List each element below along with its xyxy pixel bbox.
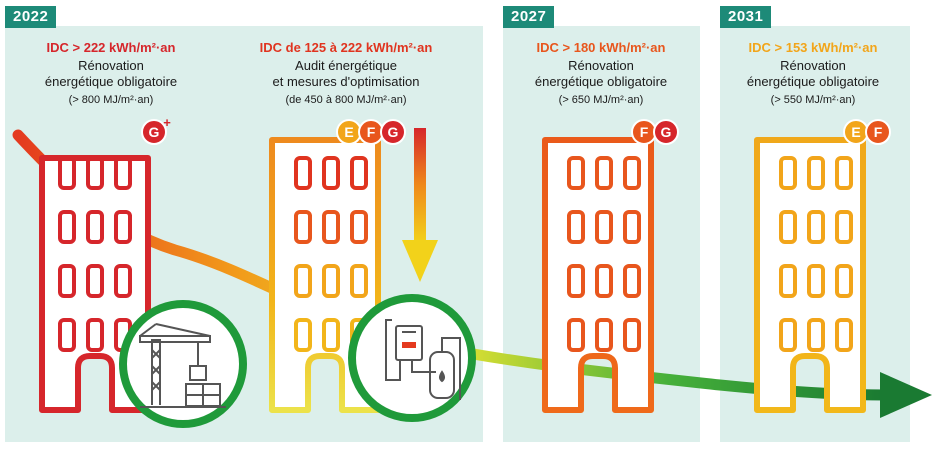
window [322,318,340,352]
window [114,210,132,244]
window [623,264,641,298]
window [86,156,104,190]
year-tag-2022: 2022 [5,6,57,28]
window [350,210,368,244]
down-arrow-icon [402,128,438,282]
desc-2031-line2: énergétique obligatoire [746,74,880,89]
energy-class-badge [653,119,679,145]
window [567,264,585,298]
desc-2022-line2: énergétique obligatoire [44,74,178,89]
energy-class-badge [380,119,406,145]
window [835,156,853,190]
window [58,318,76,352]
desc-audit-line2: et mesures d'optimisation [272,74,420,89]
desc-2027-line1: Rénovation [568,58,634,73]
building-audit-window-grid [294,156,368,352]
window [114,156,132,190]
energy-class-badge-label: E [851,124,860,140]
energy-class-badge-label: G [661,124,672,140]
window [623,156,641,190]
window [779,210,797,244]
window [294,318,312,352]
window [294,156,312,190]
energy-class-badge-label: F [874,124,883,140]
boiler-heating-icon [348,294,476,422]
construction-crane-icon [119,300,247,428]
desc-2022-line1: Rénovation [78,58,144,73]
window [835,210,853,244]
window [86,210,104,244]
energy-class-badge-label: F [367,124,376,140]
window [807,318,825,352]
progression-arrow-head [880,372,932,418]
window [58,210,76,244]
idc-label-2031: IDC > 153 kWh/m²·an [748,40,878,55]
window [779,156,797,190]
window [779,318,797,352]
window [294,264,312,298]
sub-2031: (> 550 MJ/m²·an) [770,94,856,106]
window [294,210,312,244]
sub-2027: (> 650 MJ/m²·an) [558,94,644,106]
building-2031-window-grid [779,156,853,352]
window [350,264,368,298]
window [58,264,76,298]
window [595,156,613,190]
energy-class-badge-label: G [149,124,160,140]
window [779,264,797,298]
window [114,264,132,298]
energy-class-badge-label: G [388,124,399,140]
window [835,318,853,352]
window [350,156,368,190]
window [623,318,641,352]
energy-class-plus-mark: + [163,115,171,130]
window [322,264,340,298]
window [623,210,641,244]
building-2027-window-grid [567,156,641,352]
window [322,156,340,190]
energy-class-badge-label: F [640,124,649,140]
idc-label-audit: IDC de 125 à 222 kWh/m²·an [259,40,433,55]
window [595,264,613,298]
window [807,210,825,244]
desc-2031-line1: Rénovation [780,58,846,73]
window [807,156,825,190]
window [567,318,585,352]
window [567,210,585,244]
energy-class-badge [141,119,167,145]
window [86,318,104,352]
energy-class-badge-label: E [344,124,353,140]
window [86,264,104,298]
window [807,264,825,298]
window [595,210,613,244]
window [835,264,853,298]
year-tag-2027: 2027 [503,6,555,28]
year-tag-2031: 2031 [720,6,772,28]
energy-class-badge [865,119,891,145]
window [595,318,613,352]
window [322,210,340,244]
desc-audit-line1: Audit énergétique [295,58,397,73]
idc-label-2022: IDC > 222 kWh/m²·an [46,40,176,55]
idc-label-2027: IDC > 180 kWh/m²·an [536,40,666,55]
window [58,156,76,190]
sub-2022: (> 800 MJ/m²·an) [68,94,154,106]
sub-audit: (de 450 à 800 MJ/m²·an) [285,94,407,106]
desc-2027-line2: énergétique obligatoire [534,74,668,89]
window [567,156,585,190]
